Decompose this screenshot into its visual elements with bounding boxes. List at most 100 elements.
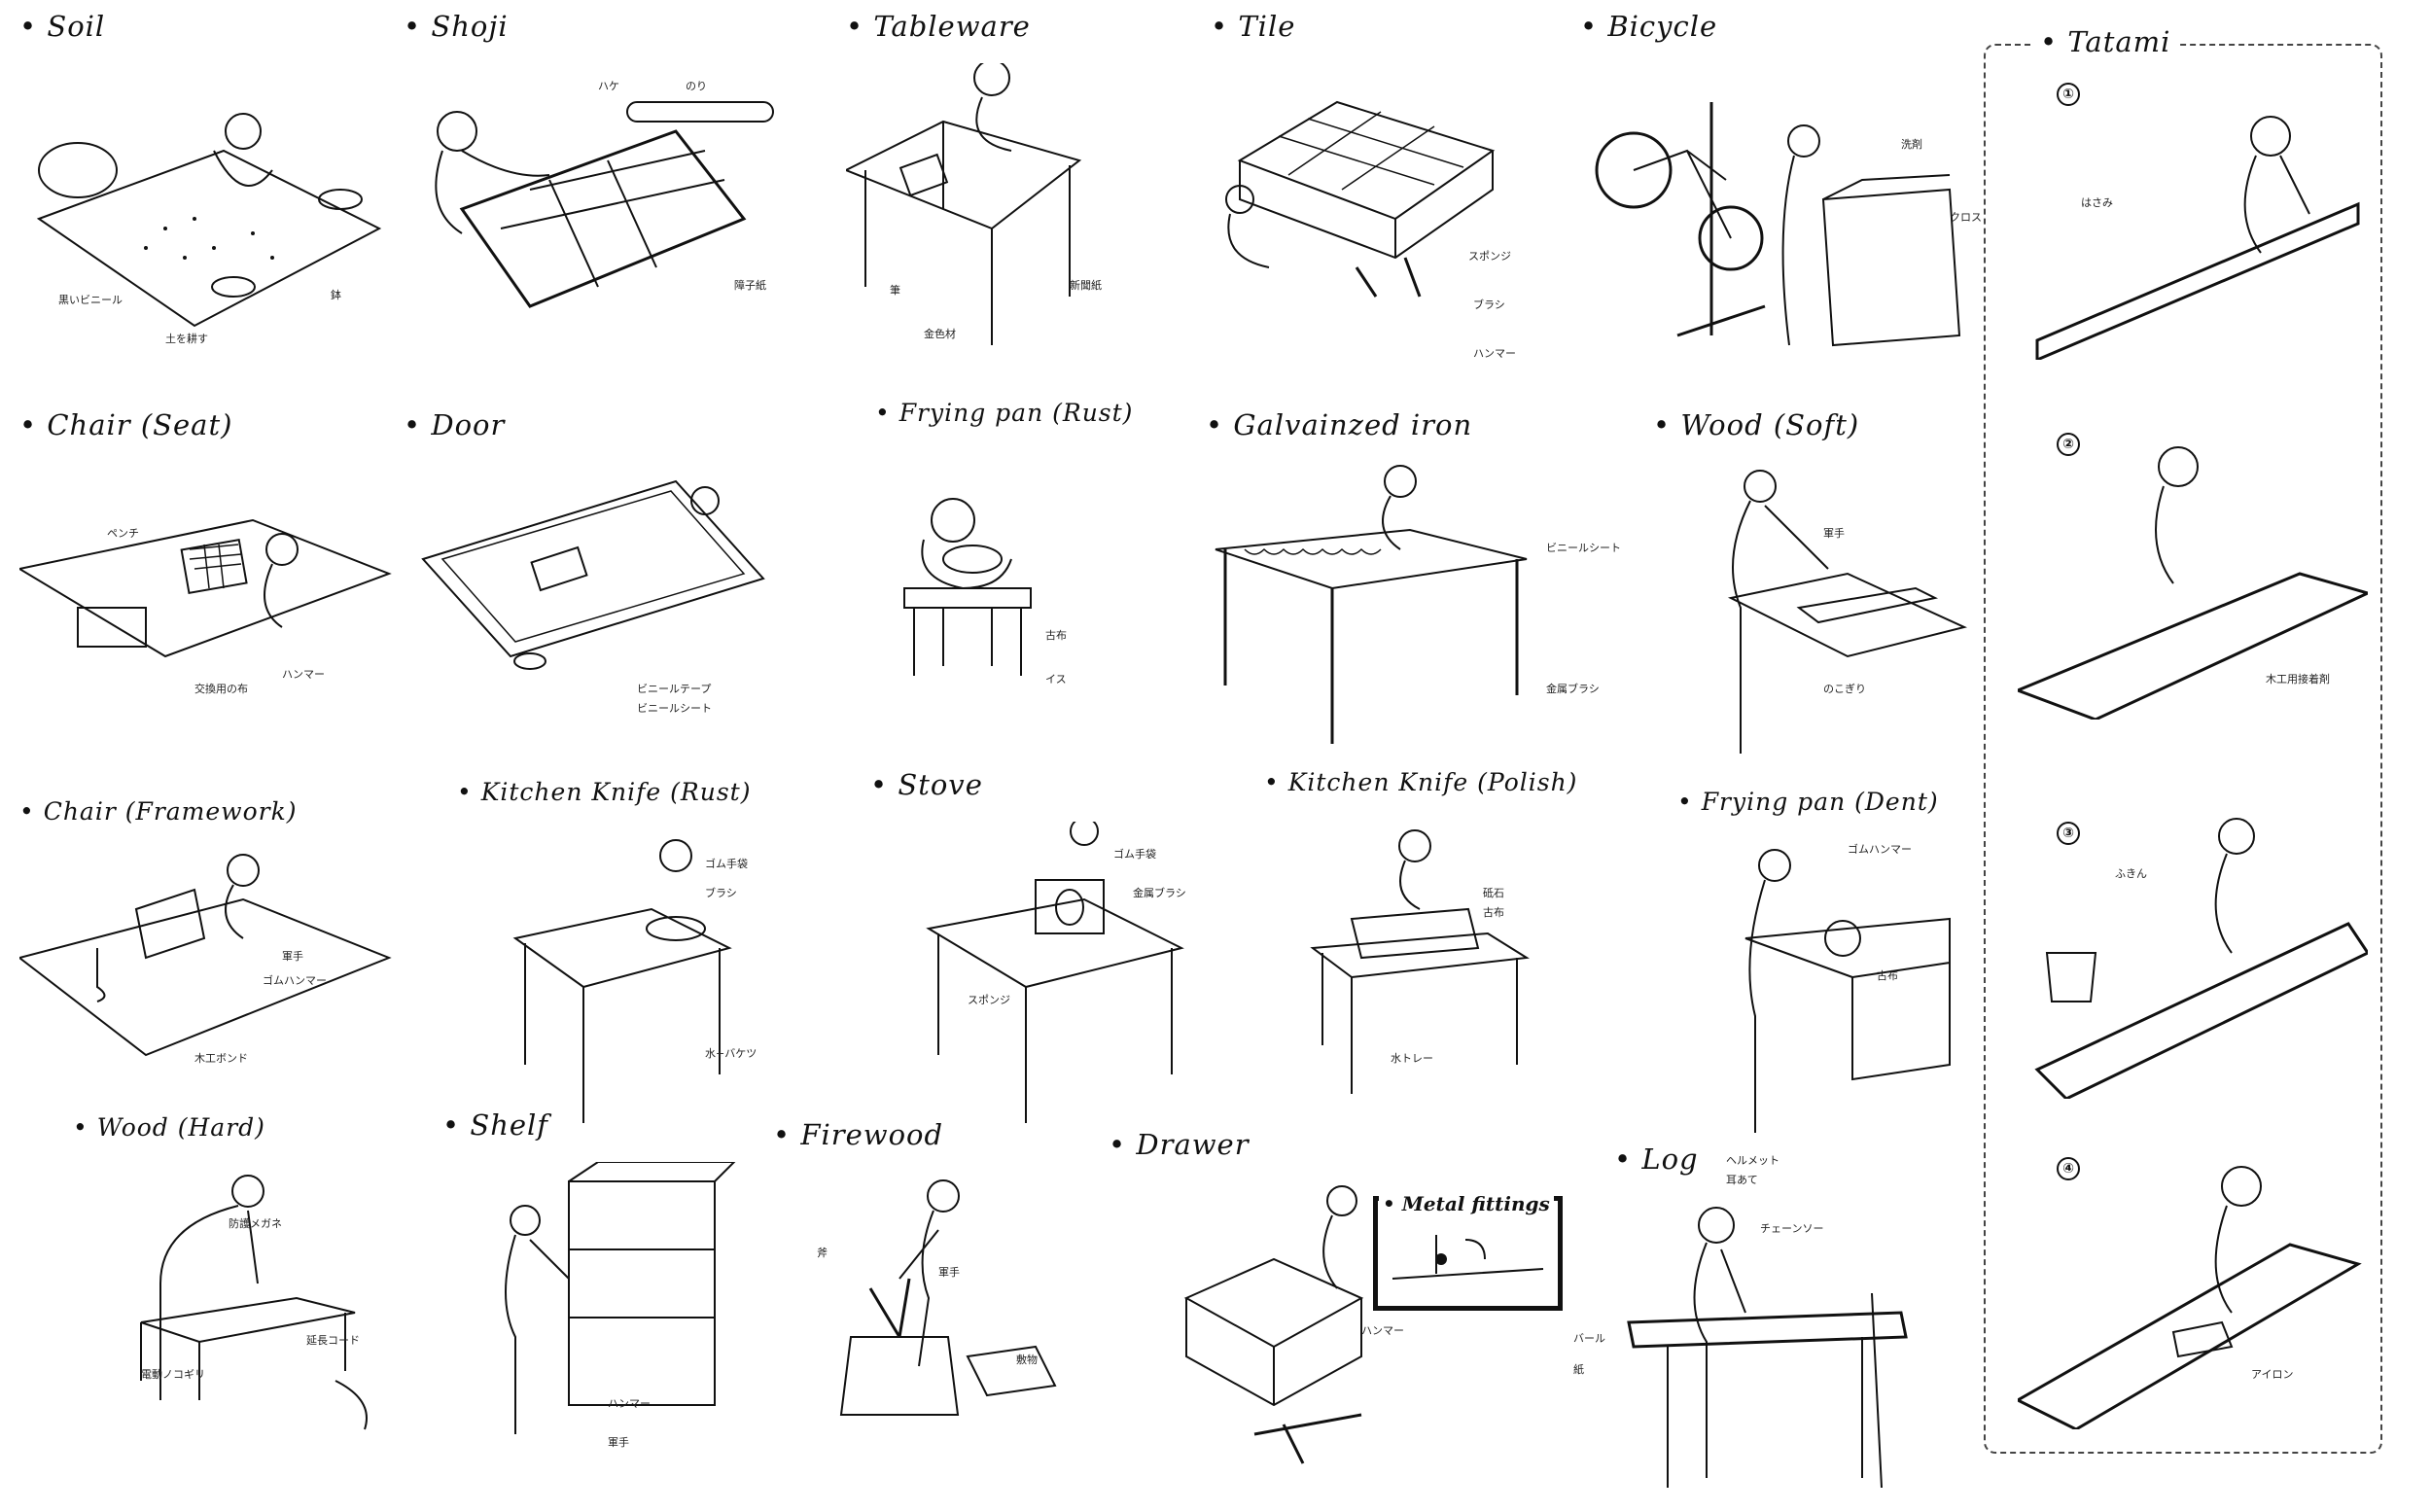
tatami-title: • Tatami <box>2032 25 2179 58</box>
note-label: 軍手 <box>282 950 303 963</box>
note-label: クロス <box>1950 211 1982 224</box>
note-label: 水トレー <box>1391 1052 1433 1065</box>
note-label: 木工用接着剤 <box>2266 673 2330 686</box>
panel-title: • Frying pan (Dent) <box>1677 788 1939 816</box>
note-label: ビニールシート <box>1546 542 1621 554</box>
note-label: チェーンソー <box>1760 1222 1824 1235</box>
panel-title: • Kitchen Knife (Polish) <box>1264 768 1578 796</box>
note-label: 軍手 <box>1823 527 1845 540</box>
note-label: ビニールテープ <box>637 683 712 695</box>
panel-title: • Wood (Soft) <box>1653 408 1860 441</box>
note-label: ブラシ <box>705 887 737 899</box>
note-label: 古布 <box>1877 969 1898 982</box>
note-label: 障子紙 <box>734 279 766 292</box>
panel-soil: • Soil 黒いビニール 土を耕す 鉢 <box>19 10 408 379</box>
note-label: はさみ <box>2081 196 2113 209</box>
frying-pan-dent-illustration <box>1677 841 2066 1152</box>
panel-title: • Chair (Seat) <box>19 408 233 441</box>
note-label: 斧 <box>817 1247 828 1259</box>
note-label: 新聞紙 <box>1070 279 1102 292</box>
panel-door: • Door ビニールテープ ビニールシート <box>404 408 793 778</box>
panel-drawer: • Drawer ハンマー <box>1109 1128 1497 1497</box>
note-label: 金属ブラシ <box>1133 887 1186 899</box>
door-illustration <box>404 462 793 773</box>
note-label: ハンマー <box>608 1397 651 1410</box>
panel-title: • Kitchen Knife (Rust) <box>457 778 752 806</box>
note-label: のり <box>686 80 707 92</box>
kitchen-knife-rust-illustration <box>457 831 846 1143</box>
panel-chair-framework: • Chair (Framework) 軍手 ゴムハンマー 木工ボンド <box>19 797 408 1167</box>
log-illustration <box>1614 1196 2003 1507</box>
panel-chair-seat: • Chair (Seat) ペンチ ハンマー 交換用の布 <box>19 408 408 778</box>
note-label: ヘルメット <box>1726 1154 1779 1167</box>
note-label: 金色材 <box>924 328 956 340</box>
panel-title: • Door <box>404 408 506 441</box>
drawer-illustration <box>1109 1181 1497 1493</box>
panel-title: • Stove <box>870 768 983 801</box>
tile-illustration <box>1211 63 1600 374</box>
galvanized-iron-illustration <box>1206 462 1595 773</box>
panel-kitchen-knife-polish: • Kitchen Knife (Polish) 砥石 古布 水トレー <box>1264 768 1653 1138</box>
bicycle-illustration <box>1580 63 1969 374</box>
panel-log: • Log ヘルメット 耳あて チェーンソー <box>1614 1143 2003 1512</box>
panel-title: • Tile <box>1211 10 1296 43</box>
note-label: 敷物 <box>1016 1354 1038 1366</box>
panel-title: • Drawer <box>1109 1128 1250 1161</box>
note-label: 木工ボンド <box>194 1052 248 1065</box>
chair-framework-illustration <box>19 851 408 1162</box>
chair-seat-illustration <box>19 462 408 773</box>
panel-firewood: • Firewood 斧 軍手 敷物 <box>773 1118 1162 1488</box>
tableware-illustration <box>846 63 1235 374</box>
note-label: ゴムハンマー <box>263 974 327 987</box>
note-label: 防護メガネ <box>229 1217 282 1230</box>
panel-title: • Bicycle <box>1580 10 1718 43</box>
panel-tile: • Tile スポンジ ブラシ ハンマー <box>1211 10 1600 379</box>
note-label: 黒いビニール <box>58 294 123 306</box>
tatami-step-4-illustration <box>2018 1138 2368 1429</box>
note-label: スポンジ <box>1468 250 1511 263</box>
panel-title: • Log <box>1614 1143 1699 1176</box>
tatami-step-1-illustration <box>2018 68 2368 360</box>
note-label: ペンチ <box>107 527 139 540</box>
kitchen-knife-polish-illustration <box>1264 822 1653 1133</box>
tatami-frame <box>1984 44 2382 1454</box>
panel-title: • Firewood <box>773 1118 944 1151</box>
note-label: ふきん <box>2115 867 2147 880</box>
panel-shoji: • Shoji ハケ のり 障子紙 <box>404 10 793 379</box>
note-label: 鉢 <box>331 289 341 301</box>
panel-stove: • Stove ゴム手袋 金属ブラシ スポンジ <box>870 768 1259 1138</box>
note-label: 土を耕す <box>165 333 208 345</box>
note-label: ハケ <box>598 80 619 92</box>
note-label: ブラシ <box>1473 299 1505 311</box>
note-label: ビニールシート <box>637 702 712 715</box>
metal-fittings-title: • Metal fittings <box>1379 1192 1554 1215</box>
wood-soft-illustration <box>1653 462 2042 773</box>
note-label: 紙 <box>1573 1363 1584 1376</box>
note-label: ハンマー <box>1361 1324 1404 1337</box>
note-label: イス <box>1045 673 1067 686</box>
note-label: 砥石 <box>1483 887 1504 899</box>
note-label: 筆 <box>890 284 900 297</box>
panel-frying-pan-rust: • Frying pan (Rust) 古布 イス <box>875 399 1264 768</box>
tatami-step-1-badge: ① <box>2057 83 2080 106</box>
panel-title: • Shelf <box>442 1108 549 1142</box>
tatami-step-2-illustration <box>2018 428 2368 720</box>
panel-galvanized-iron: • Galvainzed iron ビニールシート 金属ブラシ <box>1206 408 1621 778</box>
note-label: ゴムハンマー <box>1848 843 1912 856</box>
note-label: ハンマー <box>282 668 325 681</box>
note-label: 水+バケツ <box>705 1047 757 1060</box>
shoji-illustration <box>404 63 793 374</box>
note-label: 古布 <box>1483 906 1504 919</box>
note-label: ハンマー <box>1473 347 1516 360</box>
panel-title: • Wood (Hard) <box>73 1113 265 1142</box>
shelf-illustration <box>442 1162 831 1473</box>
note-label: バール <box>1573 1332 1605 1345</box>
panel-title: • Frying pan (Rust) <box>875 399 1134 427</box>
note-label: 交換用の布 <box>194 683 248 695</box>
wood-hard-illustration <box>73 1167 462 1478</box>
note-label: 洗剤 <box>1901 138 1922 151</box>
tatami-step-3-illustration <box>2018 807 2368 1099</box>
note-label: ゴム手袋 <box>1113 848 1156 861</box>
panel-kitchen-knife-rust: • Kitchen Knife (Rust) ゴム手袋 ブラシ 水+バケツ <box>457 778 846 1147</box>
